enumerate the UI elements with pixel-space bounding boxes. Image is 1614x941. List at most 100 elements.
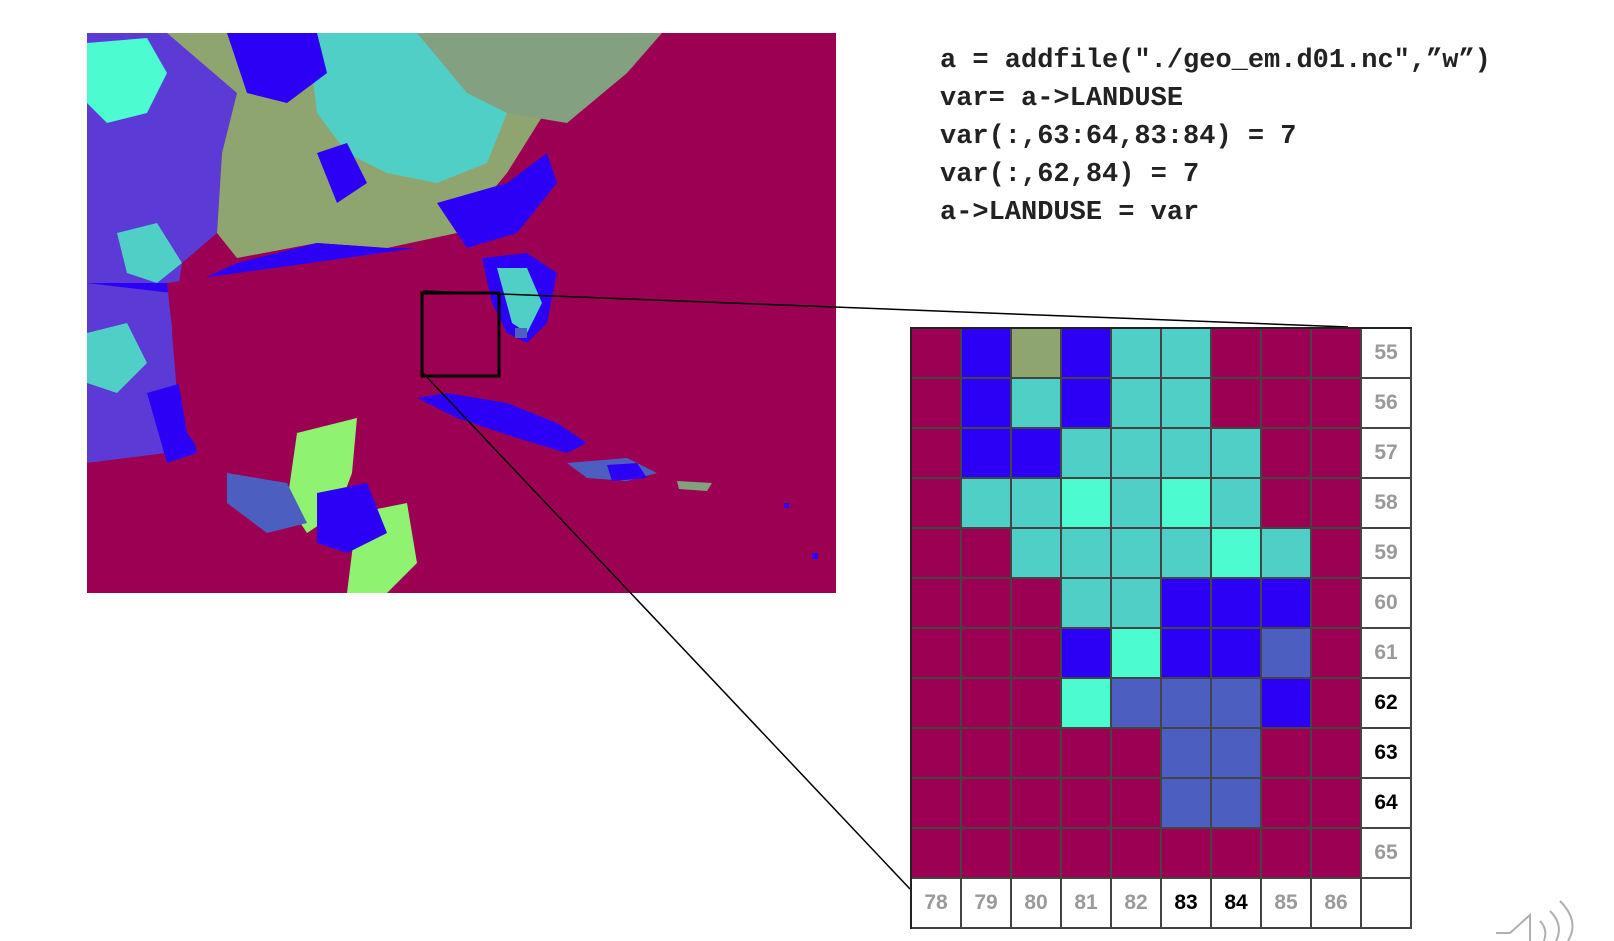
speaker-icon[interactable] xyxy=(1494,893,1594,941)
grid-cell xyxy=(1262,329,1312,379)
grid-cell xyxy=(962,679,1012,729)
grid-row: 62 xyxy=(912,679,1412,729)
grid-cell xyxy=(1012,579,1062,629)
grid-cell xyxy=(1212,579,1262,629)
grid-cell xyxy=(1162,629,1212,679)
grid-cell xyxy=(1262,679,1312,729)
column-label: 80 xyxy=(1012,879,1062,929)
grid-cell xyxy=(1062,579,1112,629)
grid-cell xyxy=(1212,629,1262,679)
row-label: 64 xyxy=(1362,779,1412,829)
row-label: 65 xyxy=(1362,829,1412,879)
row-label: 59 xyxy=(1362,529,1412,579)
grid-cell xyxy=(1012,529,1062,579)
grid-cell xyxy=(1062,379,1112,429)
code-line: a->LANDUSE = var xyxy=(940,198,1200,228)
column-label: 81 xyxy=(1062,879,1112,929)
grid-cell xyxy=(1162,579,1212,629)
grid-cell xyxy=(912,479,962,529)
grid-cell xyxy=(1212,829,1262,879)
row-label: 63 xyxy=(1362,729,1412,779)
grid-row: 63 xyxy=(912,729,1412,779)
grid-cell xyxy=(1062,829,1112,879)
grid-cell xyxy=(962,479,1012,529)
grid-cell xyxy=(1312,829,1362,879)
grid-cell xyxy=(1062,779,1112,829)
grid-cell xyxy=(1012,779,1062,829)
grid-cell xyxy=(1212,479,1262,529)
grid-cell xyxy=(1162,379,1212,429)
grid-cell xyxy=(1062,429,1112,479)
grid-cell xyxy=(962,829,1012,879)
grid-cell xyxy=(912,729,962,779)
grid-cell xyxy=(1312,779,1362,829)
grid-cell xyxy=(1262,529,1312,579)
grid-cell xyxy=(1162,479,1212,529)
grid-row: 60 xyxy=(912,579,1412,629)
grid-cell xyxy=(1262,779,1312,829)
grid-cell xyxy=(1012,429,1062,479)
grid-cell xyxy=(1062,479,1112,529)
landuse-map xyxy=(87,33,836,593)
grid-cell xyxy=(1062,329,1112,379)
grid-cell xyxy=(1112,379,1162,429)
grid-cell xyxy=(912,429,962,479)
row-label: 57 xyxy=(1362,429,1412,479)
grid-row: 65 xyxy=(912,829,1412,879)
grid-cell xyxy=(1062,679,1112,729)
grid-cell xyxy=(1112,479,1162,529)
grid-cell xyxy=(912,529,962,579)
grid-row: 55 xyxy=(912,329,1412,379)
grid-cell xyxy=(1262,379,1312,429)
grid-cell xyxy=(1012,679,1062,729)
grid-cell xyxy=(912,379,962,429)
row-label: 55 xyxy=(1362,329,1412,379)
grid-cell xyxy=(1162,529,1212,579)
column-label: 78 xyxy=(912,879,962,929)
grid-cell xyxy=(962,729,1012,779)
grid-cell xyxy=(1112,679,1162,729)
grid-cell xyxy=(1162,779,1212,829)
row-label: 60 xyxy=(1362,579,1412,629)
grid-cell xyxy=(1012,629,1062,679)
column-label: 82 xyxy=(1112,879,1162,929)
grid-cell xyxy=(962,579,1012,629)
grid-row: 56 xyxy=(912,379,1412,429)
code-line: a = addfile("./geo_em.d01.nc",”w”) xyxy=(940,46,1491,76)
grid-cell xyxy=(1312,379,1362,429)
column-label: 84 xyxy=(1212,879,1262,929)
grid-cell xyxy=(1262,829,1312,879)
grid-cell xyxy=(962,429,1012,479)
grid-cell xyxy=(1212,529,1262,579)
ncl-code-block: a = addfile("./geo_em.d01.nc",”w”)var= a… xyxy=(940,42,1491,232)
grid-cell xyxy=(1112,429,1162,479)
grid-cell xyxy=(962,379,1012,429)
grid-cell xyxy=(1312,629,1362,679)
grid-cell xyxy=(1012,479,1062,529)
grid-cell xyxy=(1312,329,1362,379)
grid-cell xyxy=(1112,729,1162,779)
grid-row: 61 xyxy=(912,629,1412,679)
column-label: 86 xyxy=(1312,879,1362,929)
grid-cell xyxy=(912,679,962,729)
grid-cell xyxy=(962,629,1012,679)
grid-cell xyxy=(1312,679,1362,729)
grid-cell xyxy=(1162,829,1212,879)
corner-cell xyxy=(1362,879,1412,929)
grid-cell xyxy=(912,629,962,679)
grid-cell xyxy=(1012,729,1062,779)
grid-cell xyxy=(1262,629,1312,679)
grid-cell xyxy=(1212,679,1262,729)
grid-cell xyxy=(962,779,1012,829)
grid-cell xyxy=(1212,779,1262,829)
grid-cell xyxy=(1162,329,1212,379)
grid-cell xyxy=(1262,479,1312,529)
grid-cell xyxy=(1262,729,1312,779)
column-label: 79 xyxy=(962,879,1012,929)
grid-cell xyxy=(1262,579,1312,629)
column-label: 85 xyxy=(1262,879,1312,929)
grid-cell xyxy=(1212,429,1262,479)
grid-row: 64 xyxy=(912,779,1412,829)
grid-row: 58 xyxy=(912,479,1412,529)
